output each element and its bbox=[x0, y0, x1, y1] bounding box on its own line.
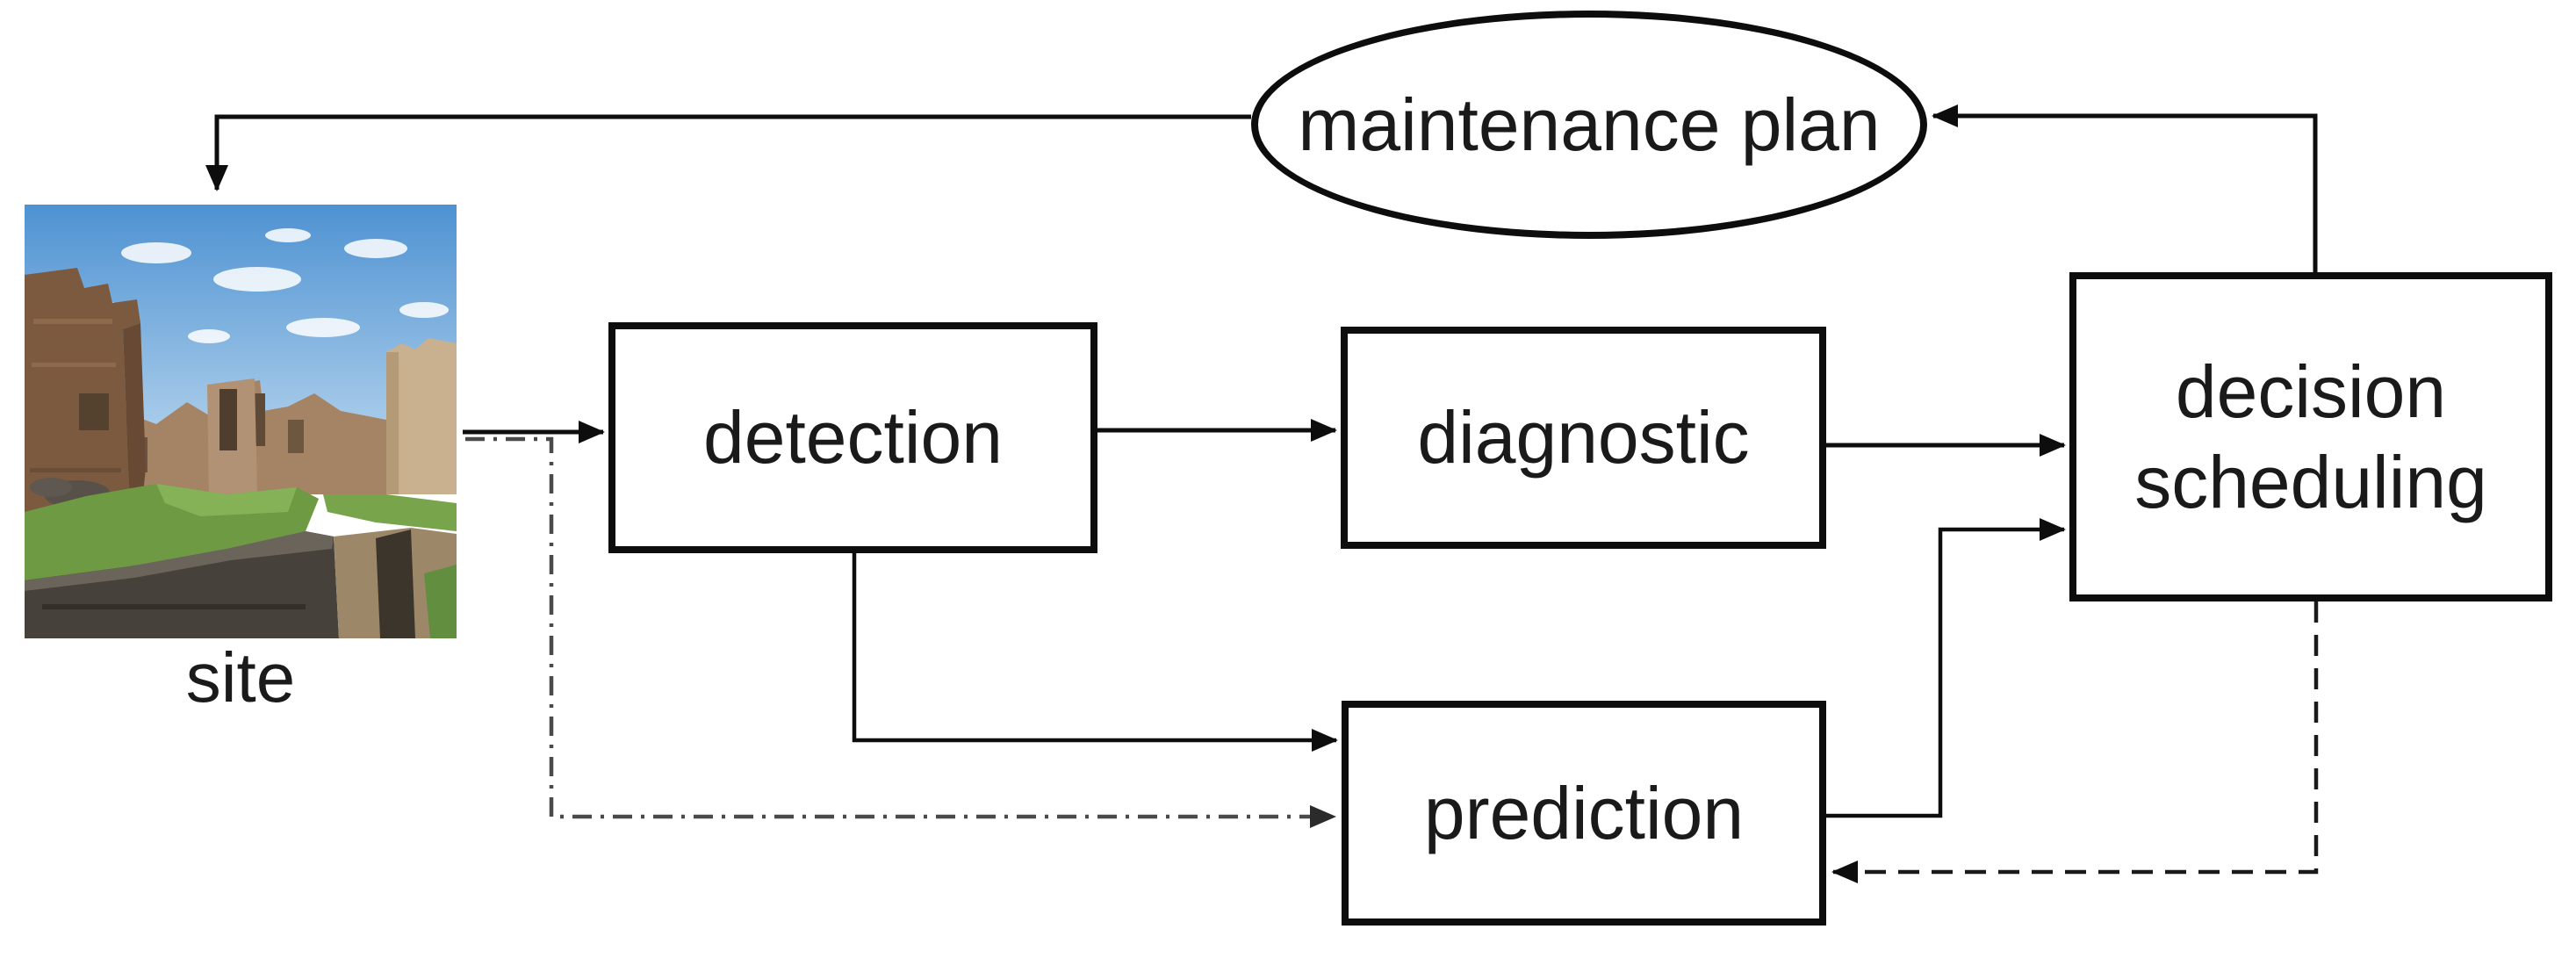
node-decision-scheduling: decision scheduling bbox=[2069, 272, 2552, 601]
site-photo-illustration bbox=[25, 205, 457, 638]
node-prediction: prediction bbox=[1342, 701, 1826, 926]
edge-maintenance-plan-to-site bbox=[205, 114, 1251, 191]
diagnostic-label: diagnostic bbox=[1417, 396, 1750, 479]
site-photo bbox=[25, 205, 457, 638]
edge-decision-scheduling-to-prediction-dashed bbox=[1831, 601, 2319, 883]
edge-detection-to-prediction bbox=[852, 553, 1338, 752]
edge-prediction-to-decision-scheduling bbox=[1826, 518, 2066, 818]
node-diagnostic: diagnostic bbox=[1341, 327, 1826, 549]
node-maintenance-plan: maintenance plan bbox=[1251, 11, 1927, 239]
edge-decision-scheduling-to-maintenance-plan bbox=[1932, 104, 2318, 272]
maintenance-plan-label: maintenance plan bbox=[1298, 83, 1881, 166]
decision-scheduling-label: decision scheduling bbox=[2134, 350, 2487, 523]
site-label: site bbox=[185, 638, 296, 717]
detection-label: detection bbox=[703, 396, 1003, 479]
node-detection: detection bbox=[608, 322, 1097, 553]
edge-site-to-prediction-dashdot bbox=[465, 436, 1336, 828]
prediction-label: prediction bbox=[1423, 771, 1745, 854]
